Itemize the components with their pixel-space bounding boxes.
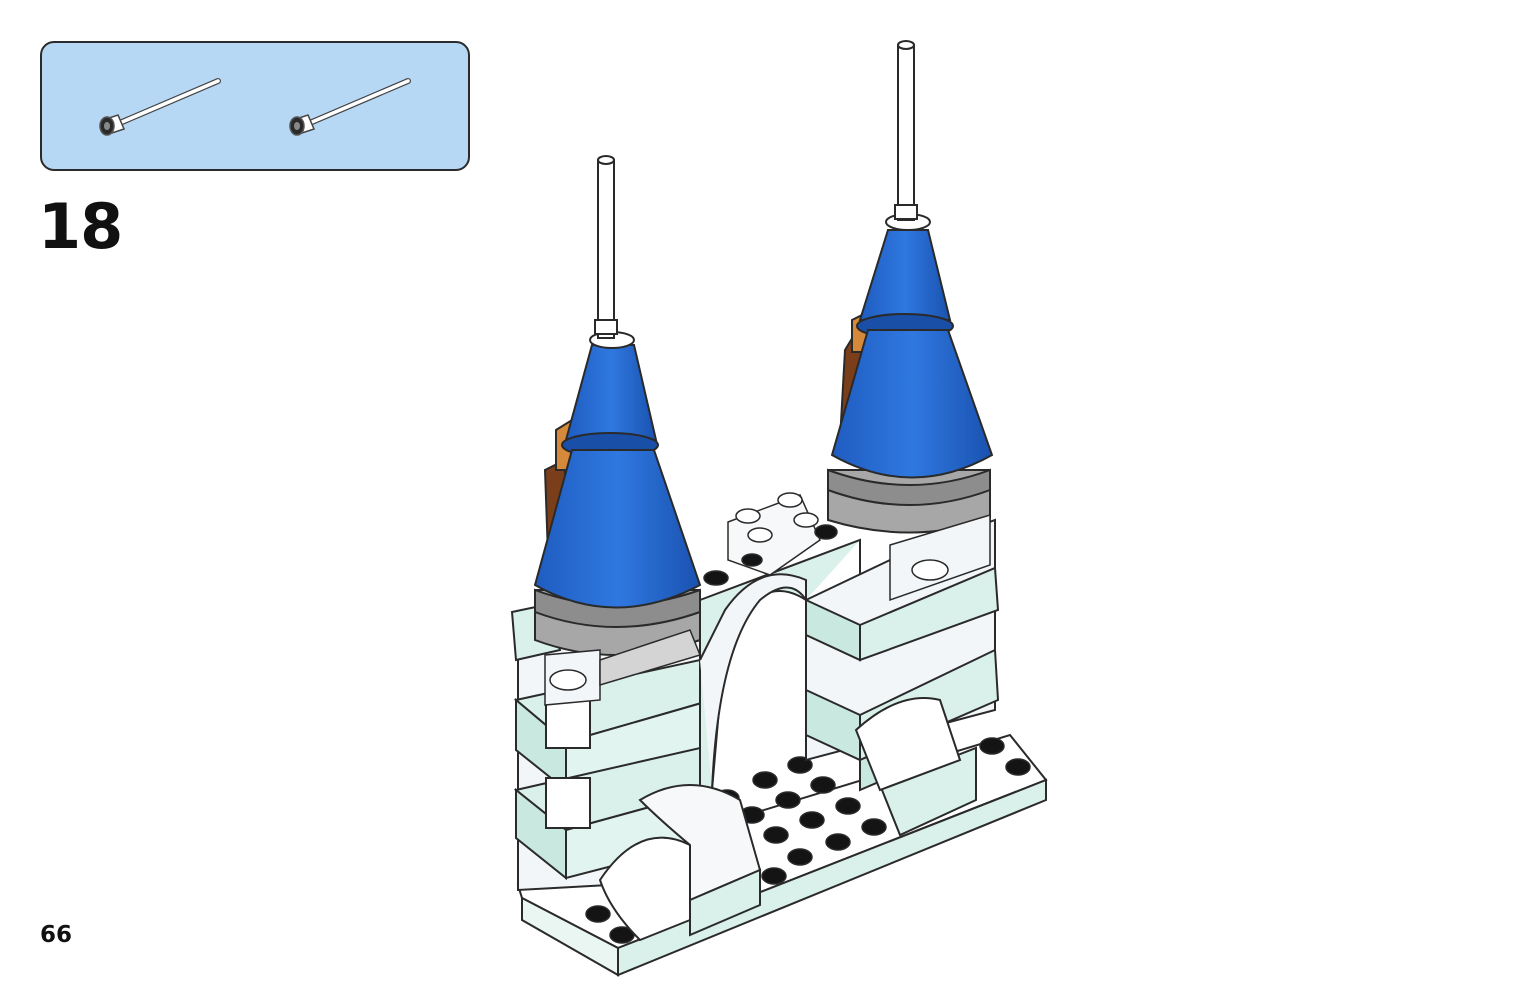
- arch-top-bricks: [703, 492, 838, 586]
- plate-studs: [585, 737, 1031, 944]
- castle-gate-model: [510, 40, 1048, 977]
- right-tower-base: [889, 513, 991, 602]
- antenna-part-1: [99, 78, 221, 136]
- left-tower-base: [544, 629, 702, 706]
- page-number: 66: [40, 922, 73, 948]
- antenna-part-2: [289, 78, 411, 136]
- left-tower: [533, 155, 702, 656]
- parts-callout: [40, 41, 470, 171]
- step-number: 18: [38, 190, 123, 263]
- curved-slope-left: [598, 784, 762, 942]
- right-tower: [827, 40, 994, 534]
